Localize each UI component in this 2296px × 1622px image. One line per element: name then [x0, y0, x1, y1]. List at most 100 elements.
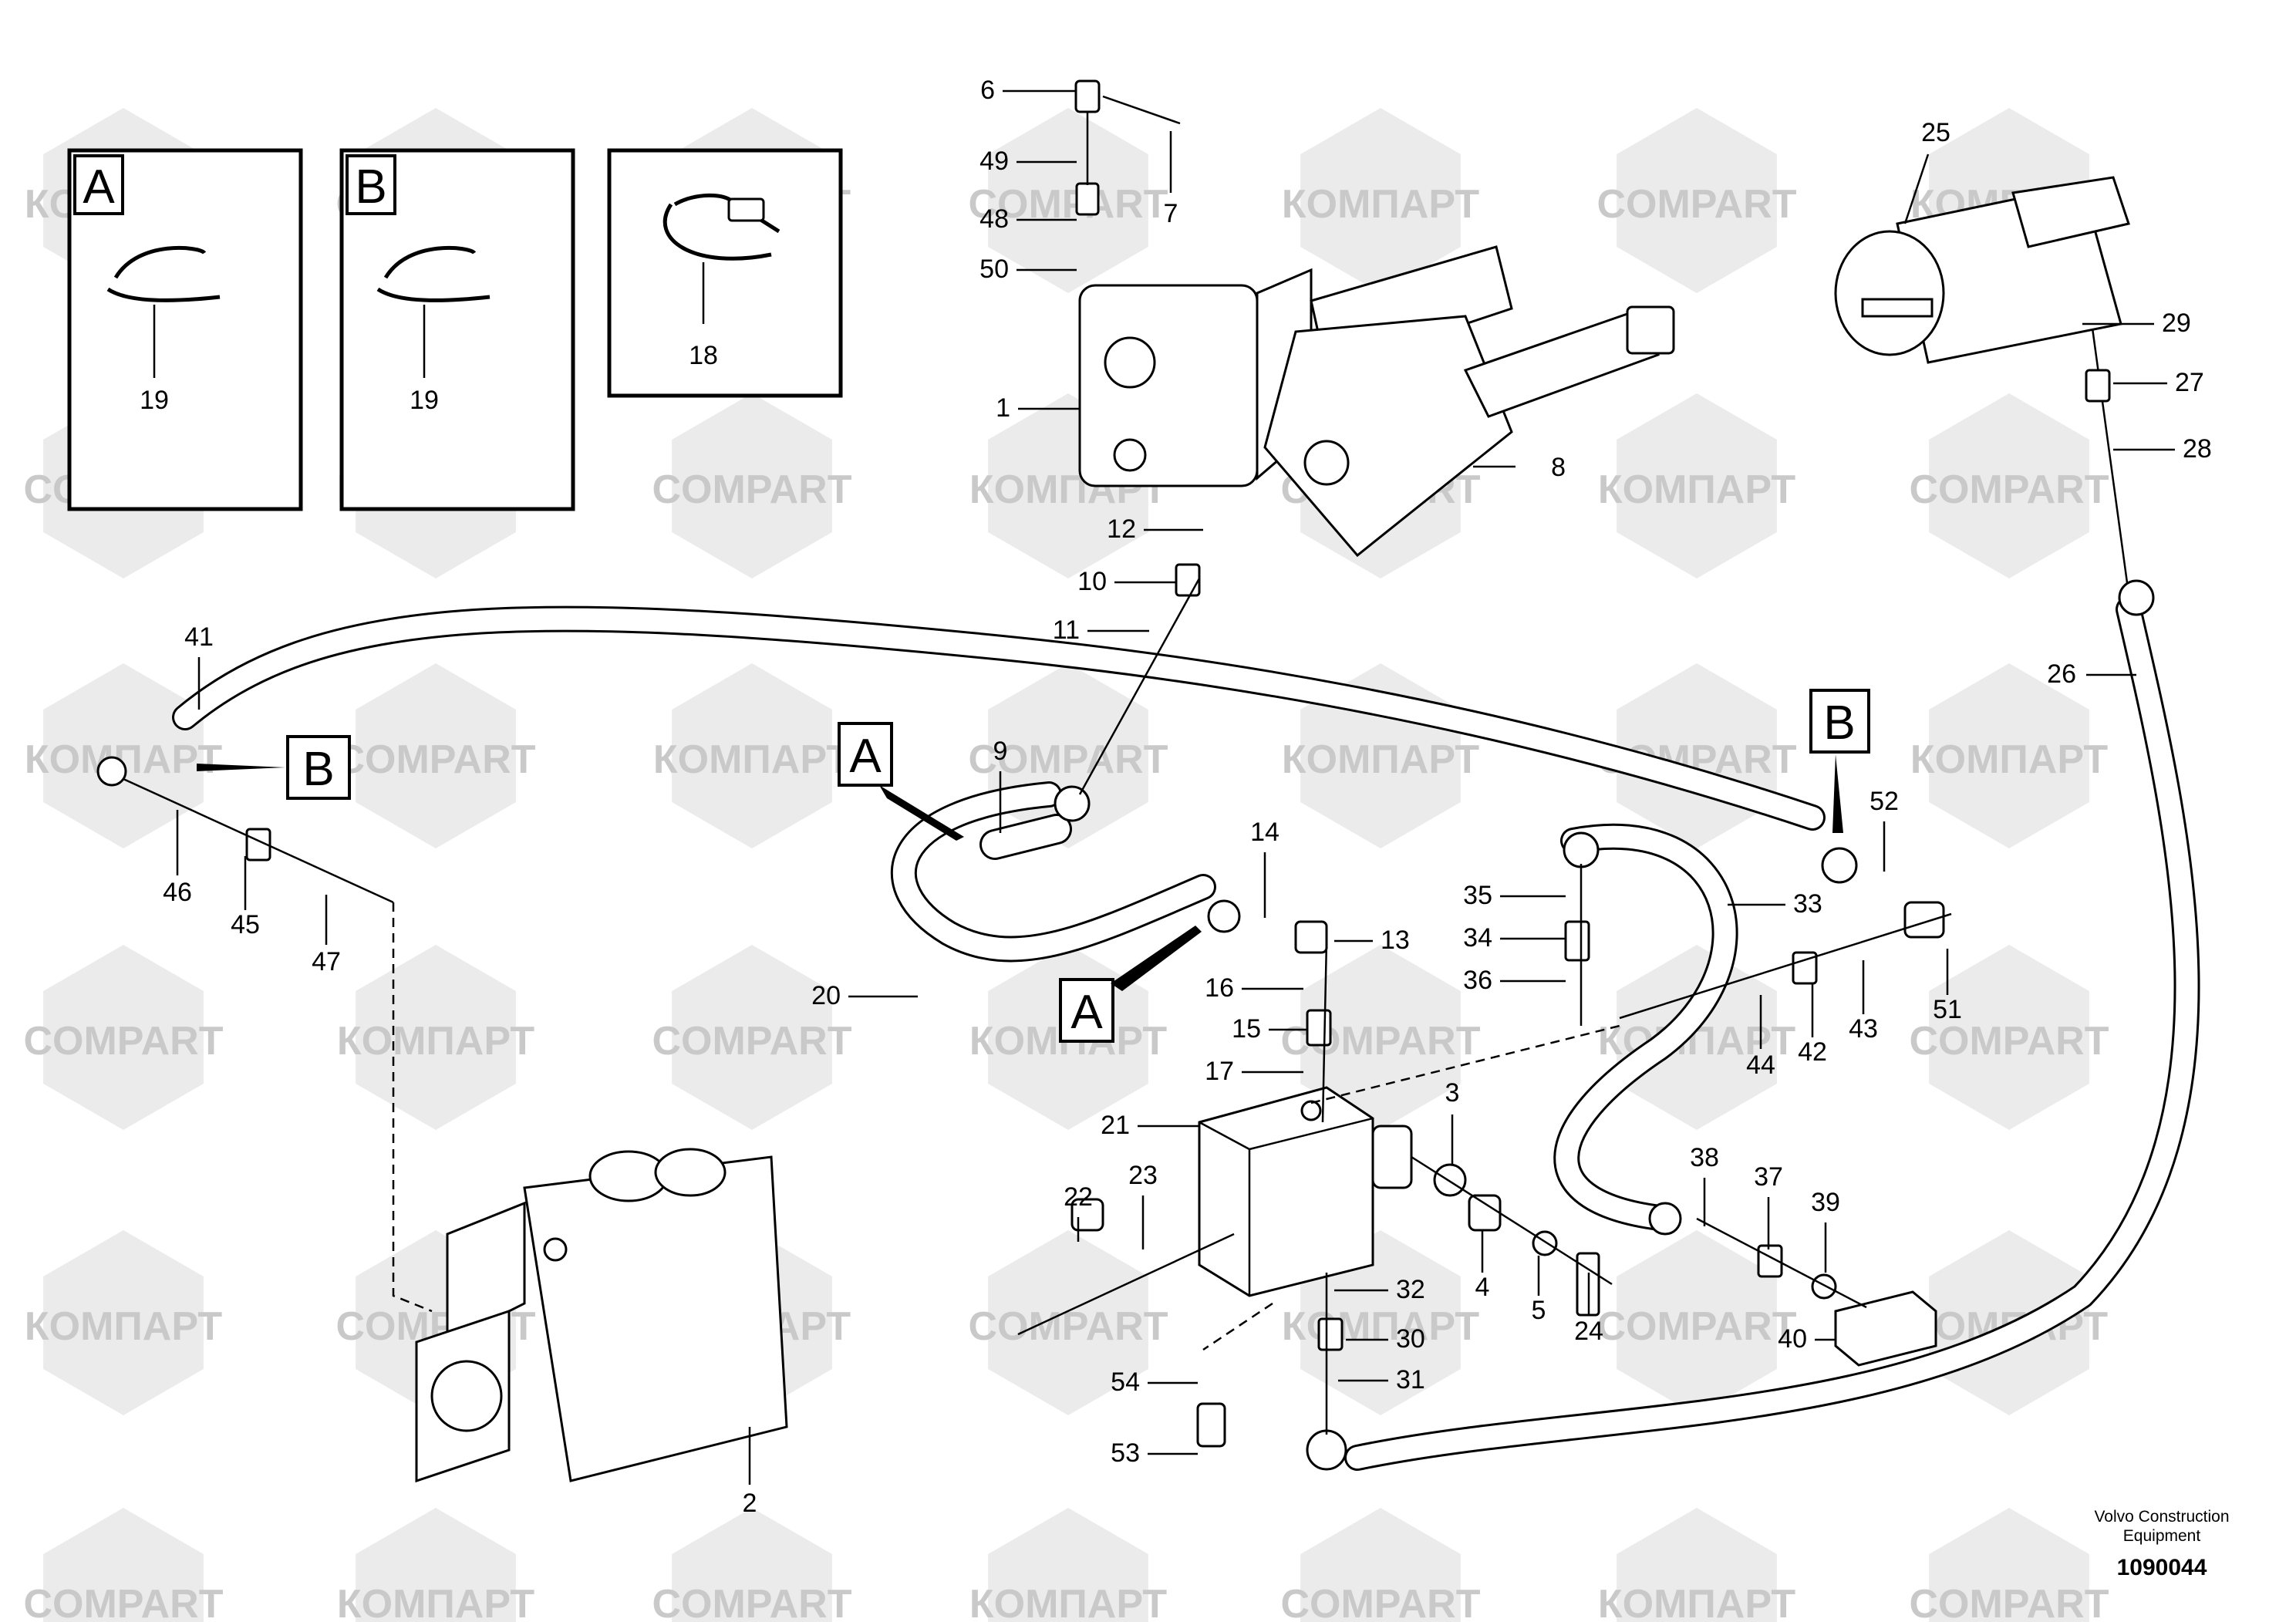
watermark-text: COMPART [1909, 1582, 2109, 1622]
footer: Volvo Construction Equipment 1090044 [2094, 1508, 2229, 1580]
watermark-shape [988, 1230, 1148, 1415]
part-label-29: 29 [2162, 309, 2191, 338]
svg-text:B: B [1823, 696, 1855, 750]
view-marker-b-1: B [197, 735, 351, 800]
watermark-shape [1617, 108, 1777, 293]
view-marker-a-1: A [838, 722, 964, 841]
watermark-shape [1617, 1230, 1777, 1415]
part-label-23: 23 [1128, 1161, 1158, 1190]
part-label-32: 32 [1396, 1275, 1425, 1304]
hose-41 [172, 605, 1826, 831]
part-label-47: 47 [312, 947, 341, 976]
label-19-b: 19 [410, 386, 439, 415]
view-marker-b-2: B [1809, 689, 1870, 833]
watermark-shape [672, 945, 832, 1130]
part-label-5: 5 [1532, 1296, 1546, 1325]
part-label-8: 8 [1551, 453, 1566, 482]
aux-pump-25 [1834, 176, 2130, 364]
watermark-text: COMPART [652, 467, 851, 512]
part-label-9: 9 [993, 737, 1008, 766]
view-marker-a-2: A [1059, 926, 1202, 1043]
part-label-17: 17 [1205, 1057, 1234, 1086]
watermark-shape [1929, 1508, 2089, 1622]
detail-box-a-letter: A [83, 160, 115, 214]
watermark-shape [356, 945, 516, 1130]
dashed-connections [392, 902, 1620, 1351]
connection-lines [123, 95, 1952, 1435]
watermark-shape [43, 945, 204, 1130]
part-label-53: 53 [1111, 1438, 1140, 1468]
watermark-text: КОМПАРТ [337, 1019, 534, 1064]
part-label-34: 34 [1463, 923, 1492, 953]
watermark-text: КОМПАРТ [1598, 467, 1795, 512]
part-label-33: 33 [1793, 889, 1822, 919]
part-label-13: 13 [1381, 926, 1410, 955]
watermark-shape [1300, 945, 1461, 1130]
watermark-text: COMPART [1596, 182, 1796, 227]
watermark-text: COMPART [1909, 1019, 2109, 1064]
watermark-text: COMPART [968, 737, 1168, 782]
watermark-text: COMPART [1909, 467, 2109, 512]
part-label-46: 46 [163, 878, 192, 907]
part-label-24: 24 [1574, 1317, 1603, 1346]
watermark-shape [1300, 1508, 1461, 1622]
leader-line-25 [1903, 153, 1930, 224]
part-label-2: 2 [743, 1489, 757, 1518]
part-label-36: 36 [1463, 966, 1492, 995]
part-label-26: 26 [2047, 659, 2076, 689]
watermark-text: COMPART [23, 1582, 223, 1622]
watermark-text: КОМПАРТ [653, 737, 851, 782]
part-label-4: 4 [1475, 1273, 1490, 1302]
watermark-shape [1617, 1508, 1777, 1622]
watermark-text: COMPART [1280, 1582, 1480, 1622]
watermark-shape [672, 393, 832, 578]
watermark-shape [1617, 945, 1777, 1130]
watermark-text: COMPART [652, 1582, 851, 1622]
footer-company-line2: Equipment [2123, 1527, 2201, 1545]
part-label-52: 52 [1870, 787, 1899, 816]
label-19-a: 19 [140, 386, 169, 415]
part-label-20: 20 [811, 981, 841, 1010]
watermark-shape [1929, 945, 2089, 1130]
watermark-shape [672, 663, 832, 848]
part-label-49: 49 [979, 147, 1009, 176]
hose-9 [890, 781, 1216, 963]
detail-box-a: A 19 [67, 148, 303, 511]
part-label-25: 25 [1921, 118, 1950, 147]
watermark-shape [1929, 393, 2089, 578]
part-label-30: 30 [1396, 1324, 1425, 1354]
watermark-text: COMPART [652, 1019, 851, 1064]
watermark-shape [988, 1508, 1148, 1622]
part-label-54: 54 [1111, 1367, 1140, 1397]
valve-block-21 [1198, 1086, 1413, 1297]
part-label-45: 45 [231, 910, 260, 939]
part-label-16: 16 [1205, 973, 1234, 1003]
part-label-11: 11 [1053, 615, 1080, 645]
part-label-10: 10 [1077, 567, 1107, 596]
watermark-text: КОМПАРТ [1282, 1304, 1479, 1349]
hose-33 [1553, 823, 1738, 1232]
part-label-44: 44 [1746, 1050, 1775, 1080]
part-label-38: 38 [1690, 1143, 1719, 1172]
watermark-shape [1300, 1230, 1461, 1415]
part-label-21: 21 [1101, 1111, 1130, 1140]
part-label-40: 40 [1778, 1324, 1807, 1354]
part-label-35: 35 [1463, 881, 1492, 910]
svg-text:B: B [302, 743, 334, 796]
part-label-6: 6 [980, 76, 995, 105]
part-label-43: 43 [1849, 1014, 1878, 1044]
watermark-shape [43, 1508, 204, 1622]
part-labels: 1234567891011121314151617202122232425262… [163, 76, 2212, 1518]
watermark-text: COMPART [335, 737, 535, 782]
part-label-41: 41 [184, 622, 214, 652]
watermark-shape [356, 1508, 516, 1622]
control-valve-2 [415, 1148, 788, 1483]
watermark-shape [672, 1508, 832, 1622]
part-label-15: 15 [1232, 1014, 1261, 1044]
pump-assembly [1078, 245, 1675, 558]
watermark-text: КОМПАРТ [337, 1582, 534, 1622]
watermark-shape [1929, 663, 2089, 848]
part-label-37: 37 [1754, 1162, 1783, 1192]
svg-text:A: A [1070, 986, 1103, 1039]
footer-company-line1: Volvo Construction [2094, 1508, 2229, 1526]
